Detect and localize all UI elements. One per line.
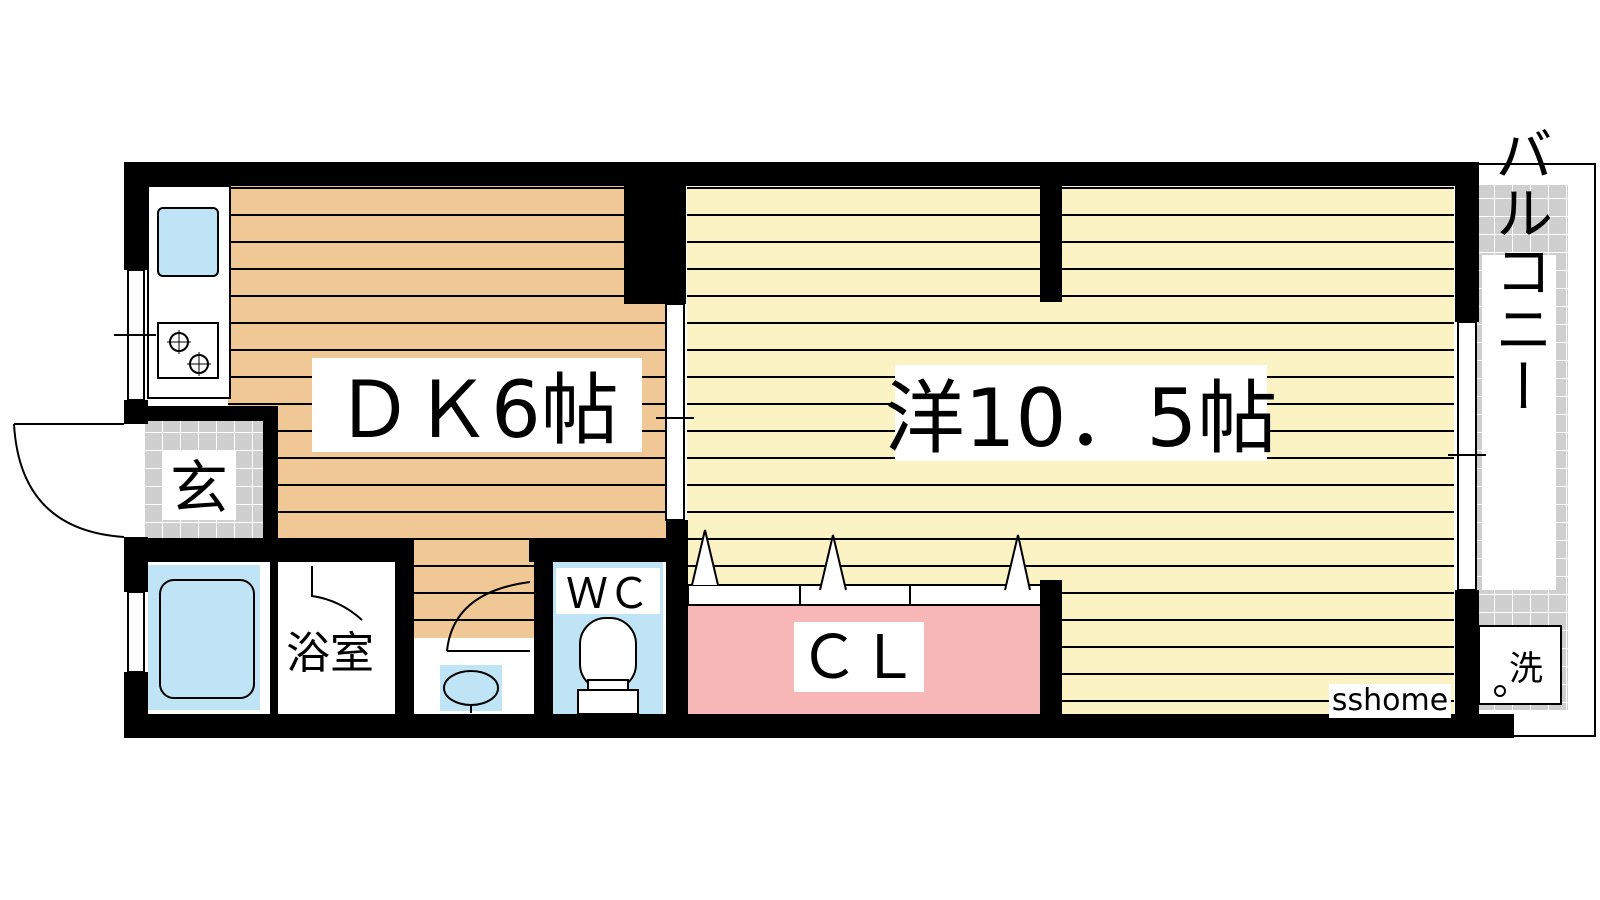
bathtub-icon [148,565,260,710]
washbasin-icon [440,665,502,713]
toilet-icon [577,617,639,715]
room-label-balcony: バルコニー [1485,125,1553,415]
washroom-door[interactable] [446,581,531,652]
entrance-door[interactable] [13,423,125,538]
watermark-text: sshome [1332,683,1448,718]
room-label-dk: ＤＫ6帖 [335,366,619,456]
room-label-bathroom: 浴室 [286,628,374,679]
washer-pan-icon [1478,625,1562,705]
room-label-toilet: ＷＣ [566,569,650,618]
sink-icon [157,207,219,277]
hall-floor [414,538,538,638]
balcony-label-box [1482,255,1556,590]
room-label-laundry: 洗 [1509,649,1543,689]
walls [124,162,1514,738]
bathroom-door[interactable] [311,566,363,621]
room-label-closet: ＣＬ [799,623,919,693]
room-label-entrance: 玄 [170,454,228,522]
room-label-western: 洋10．5帖 [885,372,1278,465]
gas-stove-icon [157,322,219,379]
